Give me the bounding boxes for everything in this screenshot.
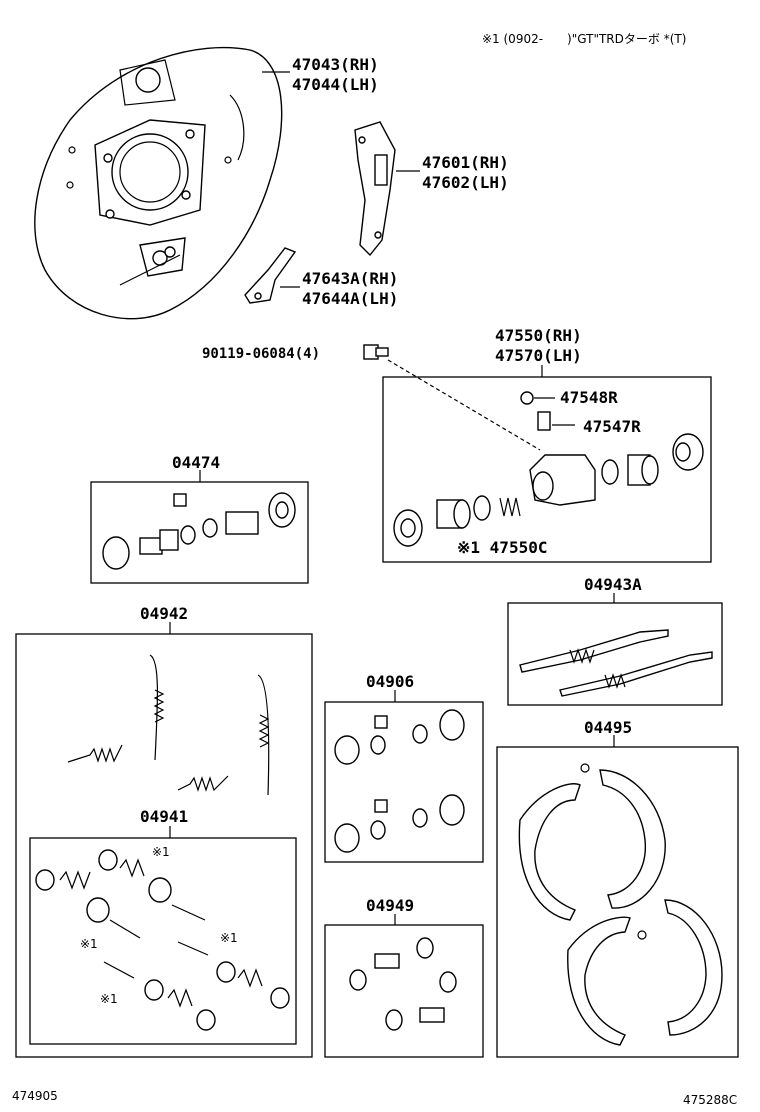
label-47043: 47043(RH)	[292, 55, 379, 74]
label-04474: 04474	[172, 453, 220, 472]
label-04495: 04495	[584, 718, 632, 737]
label-04949: 04949	[366, 896, 414, 915]
label-04942: 04942	[140, 604, 188, 623]
footer-right-code: 475288C	[683, 1093, 737, 1107]
label-04906: 04906	[366, 672, 414, 691]
kit-04943a-parts	[519, 629, 713, 697]
wheel-cylinder-parts	[393, 391, 704, 547]
label-04943a: 04943A	[584, 575, 642, 594]
footer-left-code: 474905	[12, 1089, 58, 1103]
label-47550: 47550(RH)	[495, 326, 582, 345]
label-47602: 47602(LH)	[422, 173, 509, 192]
kit-04906-box	[324, 701, 484, 863]
kit-04943a-box	[507, 602, 723, 706]
parking-brake-lever	[354, 121, 396, 257]
label-bolt-90119: 90119-06084(4)	[202, 346, 320, 362]
kit-04474-parts	[102, 492, 296, 570]
label-47547r: 47547R	[583, 417, 641, 436]
kit-04942-springs	[67, 654, 270, 796]
bolt-part	[363, 344, 389, 360]
label-47644a: 47644A(LH)	[302, 289, 398, 308]
kit-04906-parts	[334, 709, 465, 853]
label-47570: 47570(LH)	[495, 346, 582, 365]
kit-04941-parts	[35, 849, 290, 1031]
kit-04949-parts	[349, 937, 457, 1031]
label-47550c: ※1 47550C	[457, 538, 547, 557]
label-47548r: 47548R	[560, 388, 618, 407]
mark-note-2: ※1	[80, 937, 98, 951]
label-47643a: 47643A(RH)	[302, 269, 398, 288]
mark-note-4: ※1	[100, 992, 118, 1006]
label-04941: 04941	[140, 807, 188, 826]
kit-04941-box	[29, 837, 297, 1045]
brake-shoes-box	[496, 746, 739, 1058]
label-47601: 47601(RH)	[422, 153, 509, 172]
mark-note-3: ※1	[220, 931, 238, 945]
brake-shoes	[518, 763, 723, 1046]
kit-04942-box	[15, 633, 313, 1058]
applicability-note: ※1 (0902- )"GT"TRDターボ *(T)	[482, 32, 686, 46]
wheel-cylinder-box	[382, 376, 712, 563]
mark-note-1: ※1	[152, 845, 170, 859]
backing-plate	[34, 46, 283, 320]
label-47044: 47044(LH)	[292, 75, 379, 94]
kit-04949-box	[324, 924, 484, 1058]
lever-bracket	[244, 247, 297, 304]
